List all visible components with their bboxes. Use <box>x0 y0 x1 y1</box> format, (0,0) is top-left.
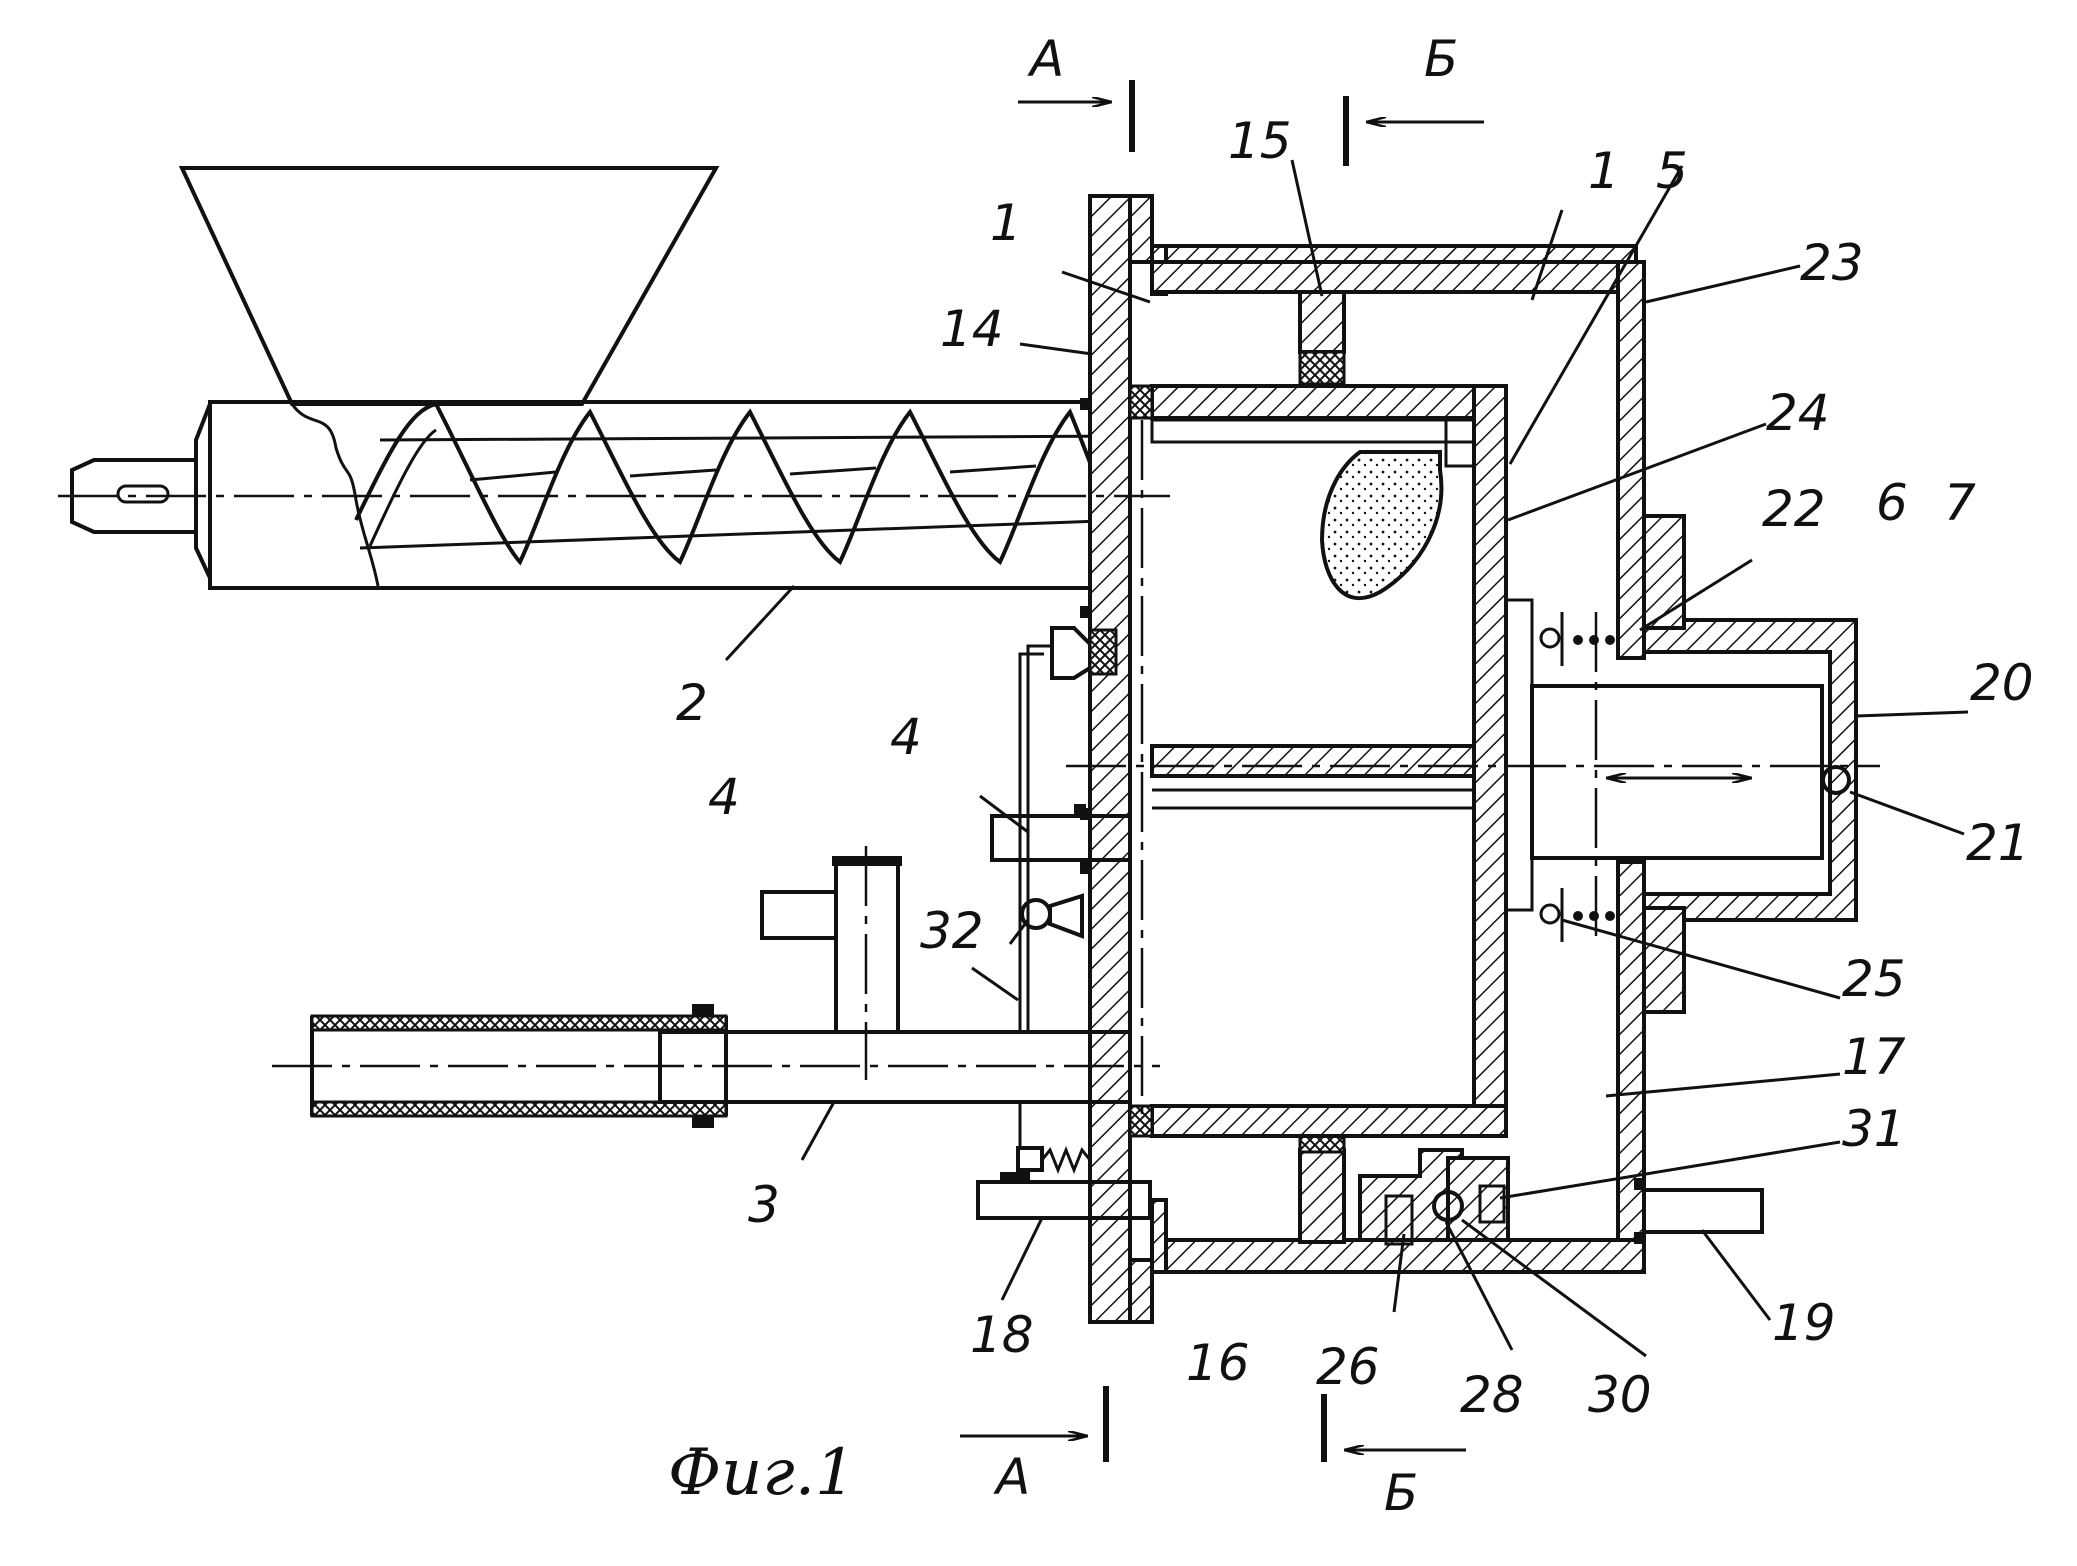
label-1-left: 1 <box>990 194 1022 252</box>
label-30: 30 <box>1588 1366 1652 1424</box>
pipe-18 <box>976 1172 1152 1220</box>
pipe-19 <box>1634 1178 1764 1244</box>
label-6: 6 <box>1876 474 1908 532</box>
section-label-b-top: Б <box>1424 30 1458 88</box>
label-19: 19 <box>1772 1294 1836 1352</box>
spring-bottom <box>1539 888 1615 942</box>
control-line-32 <box>1016 626 1118 1175</box>
label-15: 15 <box>1228 112 1292 170</box>
section-label-a-top: А <box>1027 30 1064 88</box>
part-labels: 1 1 2 3 4 4 5 6 7 14 15 16 17 18 19 20 2… <box>676 112 2034 1424</box>
center-lines <box>58 420 1880 1120</box>
label-22: 22 <box>1762 480 1826 538</box>
housing <box>1150 244 1646 1274</box>
label-14: 14 <box>940 300 1004 358</box>
label-23: 23 <box>1800 234 1864 292</box>
section-mark-b-bottom: Б <box>1321 1394 1466 1522</box>
section-label-a-bottom: А <box>993 1448 1030 1506</box>
label-7: 7 <box>1944 474 1976 532</box>
label-1-right: 1 <box>1588 142 1620 200</box>
leader-lines <box>724 159 1969 1358</box>
label-2: 2 <box>676 674 708 732</box>
label-17: 17 <box>1842 1028 1906 1086</box>
label-5: 5 <box>1656 142 1688 200</box>
label-31: 31 <box>1842 1100 1906 1158</box>
figure-caption: Фиг.1 <box>668 1436 856 1510</box>
seals <box>1080 398 1090 874</box>
section-label-b-bottom: Б <box>1384 1464 1418 1522</box>
hopper <box>178 166 720 406</box>
shaft-6-bearing-7 <box>1504 514 1858 1014</box>
label-24: 24 <box>1766 384 1830 442</box>
spring-top <box>1539 612 1615 666</box>
label-20: 20 <box>1970 654 2034 712</box>
section-mark-a-top: А <box>1018 30 1135 152</box>
flange-plate-14 <box>1088 194 1154 1324</box>
check-valve-30 <box>1432 1184 1506 1224</box>
section-mark-a-bottom: А <box>960 1386 1109 1506</box>
label-3: 3 <box>748 1176 780 1234</box>
label-25: 25 <box>1842 950 1906 1008</box>
label-4-middle: 4 <box>890 708 922 766</box>
label-18: 18 <box>970 1306 1034 1364</box>
label-28: 28 <box>1460 1366 1524 1424</box>
section-mark-b-top: Б <box>1343 30 1484 166</box>
label-4-left: 4 <box>708 768 740 826</box>
label-26: 26 <box>1316 1338 1380 1396</box>
label-16: 16 <box>1186 1334 1250 1392</box>
rotor-drum <box>1128 384 1508 1138</box>
label-32: 32 <box>920 902 984 960</box>
label-21: 21 <box>1966 814 2030 872</box>
